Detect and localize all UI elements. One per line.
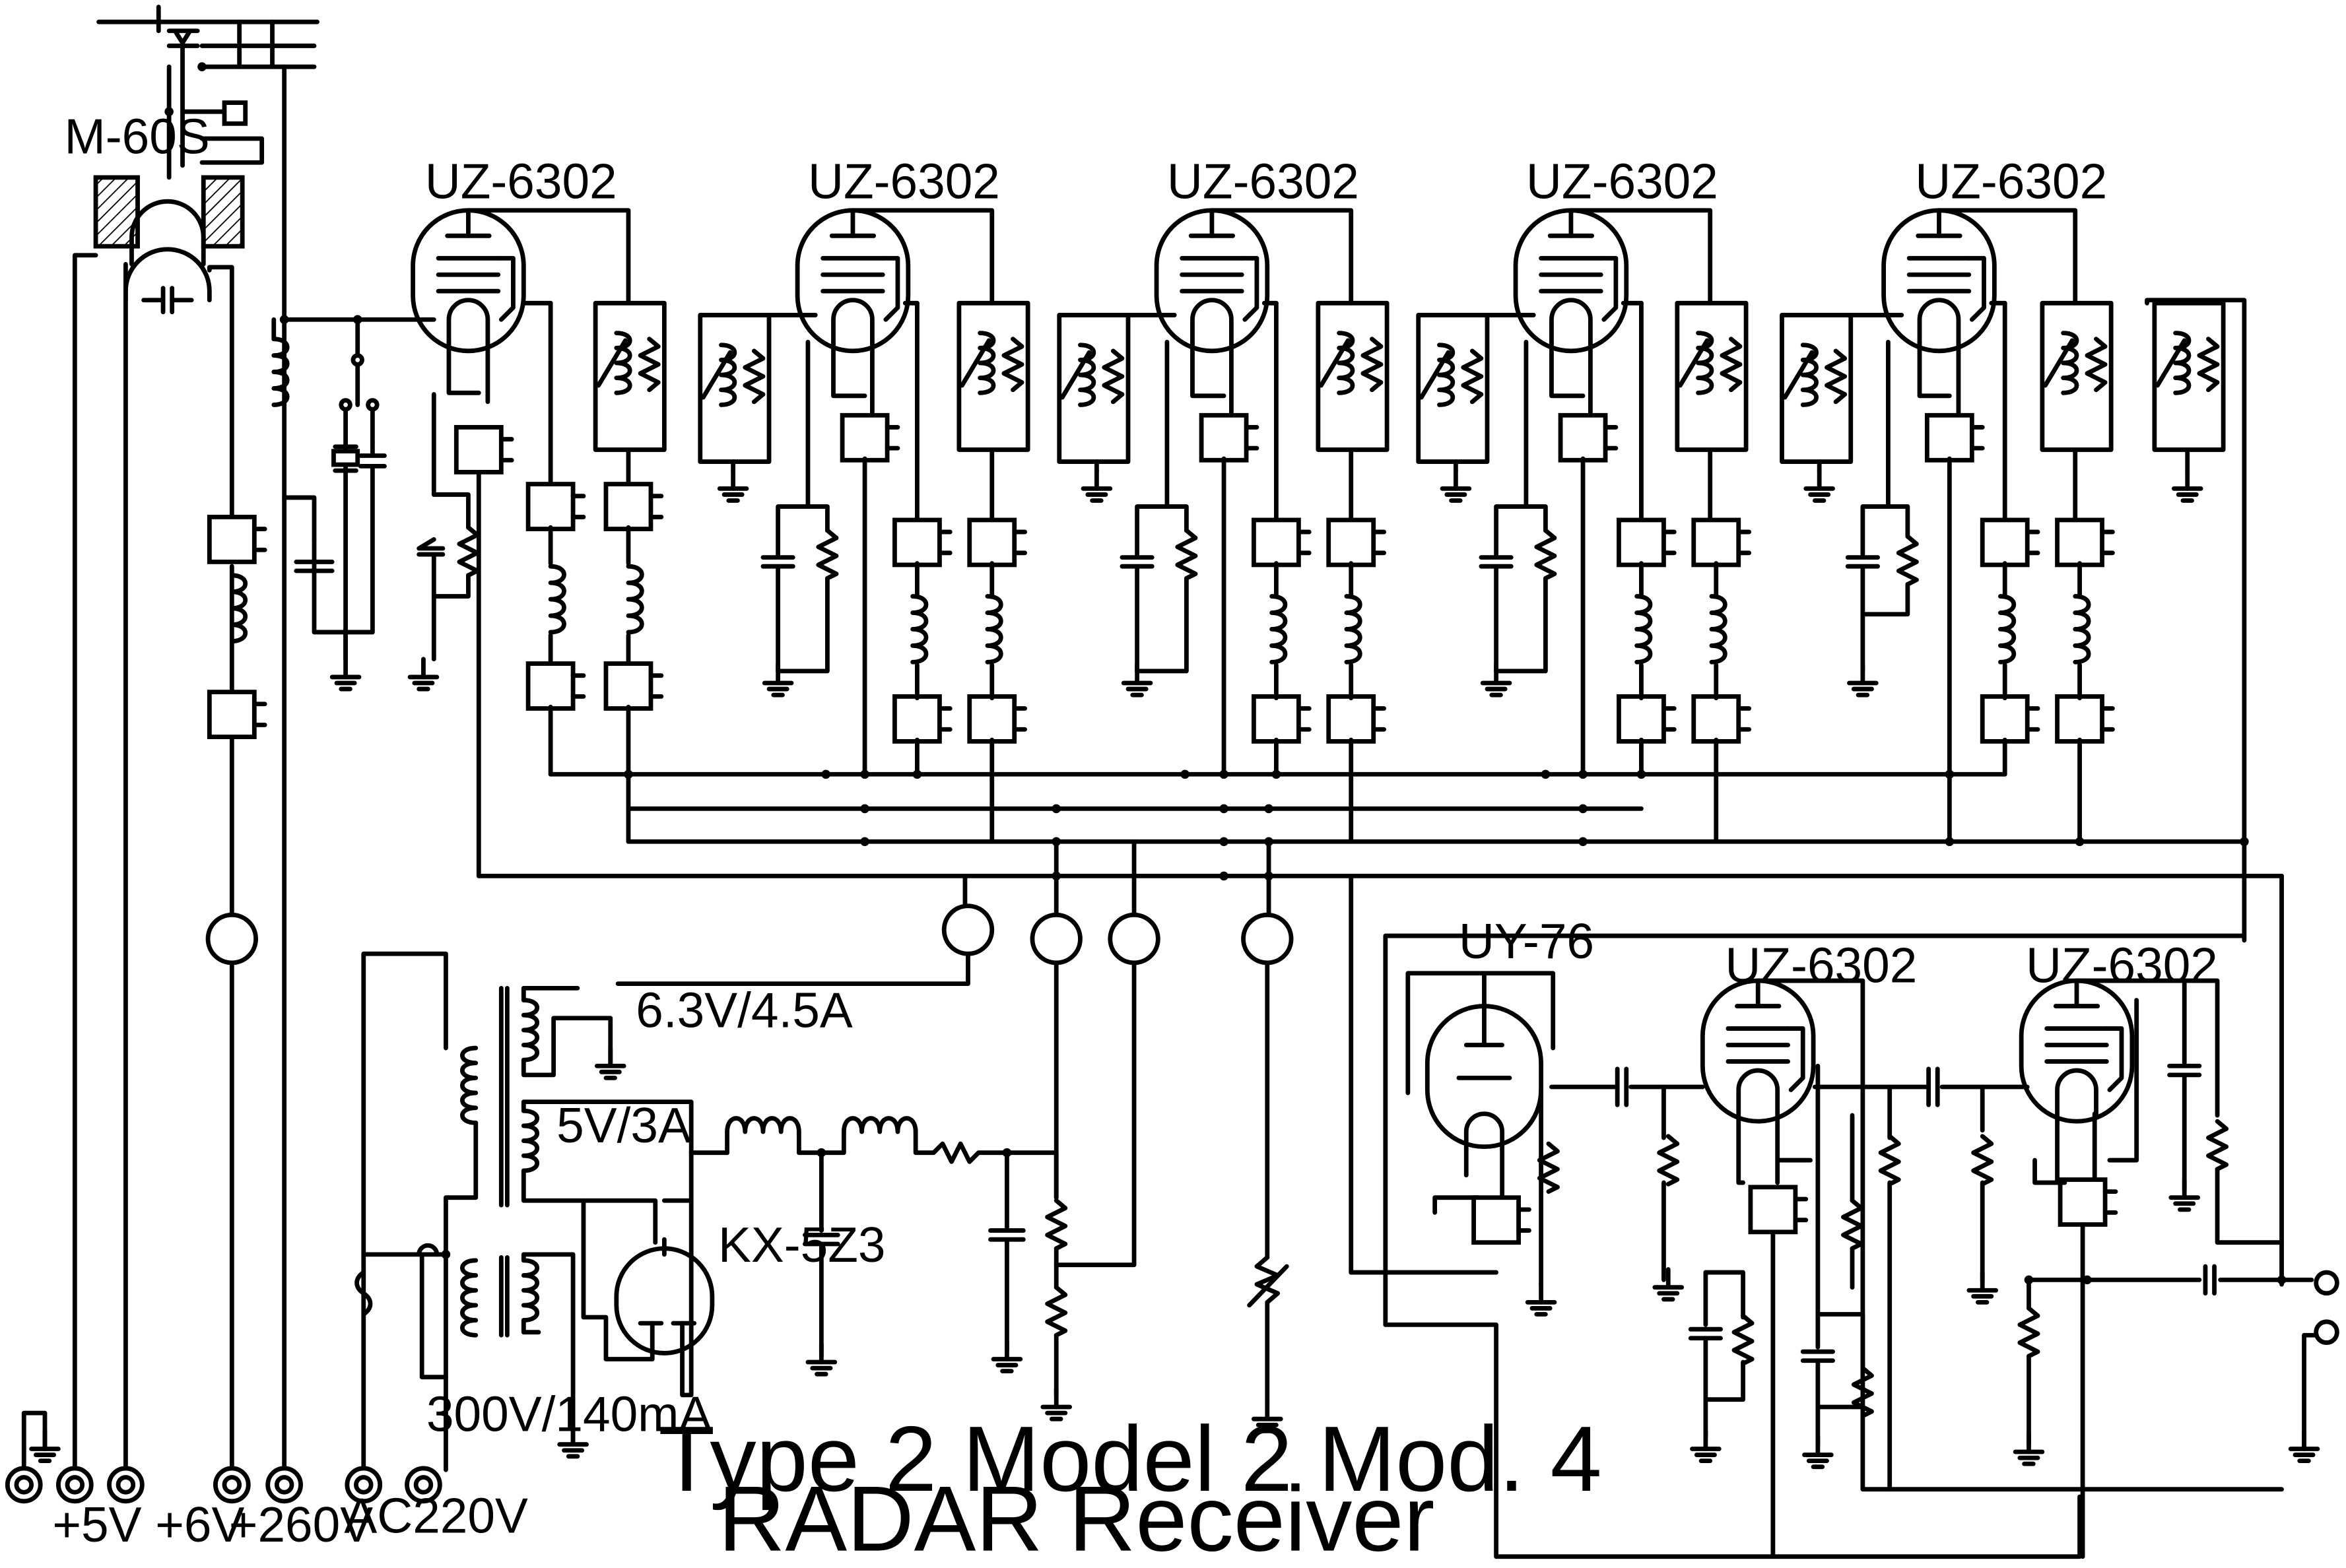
video-section: UY-76 UZ-6302 <box>1383 913 2339 1559</box>
rf-stage-5: UZ-6302 <box>1782 154 2247 943</box>
bus-lines <box>476 769 2284 1431</box>
title-line-1: Type 2 Model 2 Mod. 4 <box>658 1407 1601 1511</box>
supply-rails <box>21 64 287 1476</box>
rf-tube-5-label: UZ-6302 <box>1915 154 2107 209</box>
power-supply: 6.3V/4.5A 5V/3A 300V/140mA KX-5Z3 <box>354 951 1070 1472</box>
video-tube-1-label: UZ-6302 <box>1725 937 1917 993</box>
title-line-2: RADAR Receiver <box>718 1467 1434 1568</box>
heater-winding-label: 6.3V/4.5A <box>636 982 853 1037</box>
video-tube-2-label: UZ-6302 <box>2026 937 2218 993</box>
rf-tube-1-label: UZ-6302 <box>425 154 617 209</box>
rf-stage-2: UZ-6302 <box>700 154 1028 844</box>
diagram-title: Type 2 Model 2 Mod. 4 RADAR Receiver <box>658 1407 1601 1568</box>
mains-terminal-label: AC220V <box>344 1487 528 1543</box>
rf-tube-2-label: UZ-6302 <box>808 154 1000 209</box>
input-terminals: +5V +6V +260V AC220V <box>7 1468 528 1552</box>
input-network <box>274 315 436 689</box>
rectifier-winding-label: 5V/3A <box>556 1097 691 1153</box>
rf-stage-3: UZ-6302 <box>1059 154 1387 844</box>
low-voltage-terminal-label: +5V +6V <box>52 1497 244 1552</box>
b-plus-terminal-label: +260V <box>229 1497 373 1552</box>
rf-stage-4: UZ-6302 <box>1419 154 1749 844</box>
rf-tube-3-label: UZ-6302 <box>1167 154 1359 209</box>
crystal-mount: M-60S <box>64 5 319 315</box>
hv-winding-label: 300V/140mA <box>426 1386 712 1441</box>
rectifier-tube-label: KX-5Z3 <box>718 1217 886 1272</box>
filter-stage <box>209 517 265 736</box>
detector-tube-label: UY-76 <box>1459 913 1594 969</box>
rf-tube-4-label: UZ-6302 <box>1526 154 1718 209</box>
rf-stage-1: UZ-6302 <box>410 154 664 878</box>
crystal-label: M-60S <box>64 109 209 164</box>
